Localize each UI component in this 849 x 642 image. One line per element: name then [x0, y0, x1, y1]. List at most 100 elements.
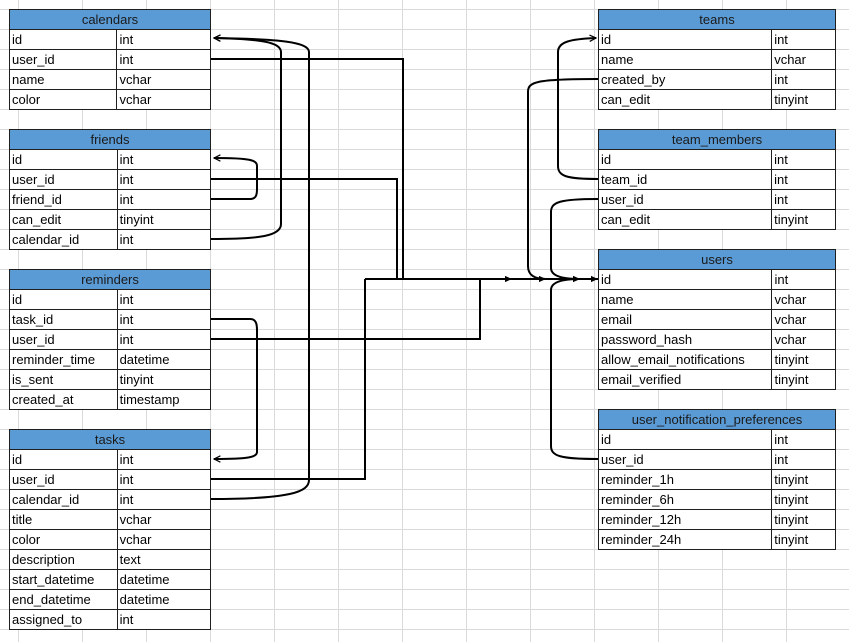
table-header-friends: friends [9, 129, 211, 150]
column-name-cell: user_id [9, 169, 118, 190]
column-type-cell: int [116, 229, 212, 250]
column-name-cell: description [9, 549, 118, 570]
column-name-cell: id [597, 29, 773, 50]
column-name-cell: id [8, 29, 118, 50]
column-type-cell: vchar [771, 289, 836, 310]
column-name-cell: friend_id [9, 189, 118, 210]
column-name-cell: id [9, 449, 118, 470]
column-type-cell: datetime [116, 349, 212, 370]
column-type-cell: vchar [771, 49, 836, 70]
column-type-cell: vchar [116, 69, 211, 90]
column-type-cell: tinyint [771, 89, 836, 110]
column-type-cell: vchar [116, 529, 212, 550]
column-type-cell: tinyint [771, 529, 836, 550]
column-type-cell: int [116, 29, 211, 50]
column-type-cell: int [771, 29, 836, 50]
table-header-teams: teams [598, 9, 836, 30]
connector-reminders-task-to-tasks-id [211, 318, 258, 459]
column-type-cell: timestamp [116, 389, 212, 410]
column-type-cell: int [771, 149, 836, 170]
column-type-cell: int [116, 309, 212, 330]
column-type-cell: tinyint [771, 489, 836, 510]
column-type-cell: vchar [116, 89, 211, 110]
connector-tasks-user-to-users-id [211, 279, 366, 480]
column-type-cell: int [771, 449, 836, 470]
connector-team-members-team-to-teams-id [557, 38, 599, 180]
column-name-cell: end_datetime [9, 589, 118, 610]
column-name-cell: start_datetime [9, 569, 118, 590]
column-name-cell: can_edit [597, 209, 773, 230]
column-name-cell: password_hash [597, 329, 773, 350]
column-type-cell: datetime [116, 569, 212, 590]
column-type-cell: tinyint [771, 349, 836, 370]
column-name-cell: task_id [9, 309, 118, 330]
column-type-cell: int [771, 269, 836, 290]
column-name-cell: user_id [8, 49, 118, 70]
column-type-cell: vchar [771, 329, 836, 350]
column-name-cell: id [597, 429, 773, 450]
column-name-cell: user_id [597, 189, 773, 210]
table-header-team-members: team_members [598, 129, 836, 150]
column-name-cell: can_edit [9, 209, 118, 230]
table-header-reminders: reminders [9, 269, 211, 290]
column-name-cell: name [597, 289, 773, 310]
column-name-cell: reminder_24h [597, 529, 773, 550]
column-name-cell: calendar_id [9, 229, 118, 250]
column-type-cell: vchar [771, 309, 836, 330]
column-name-cell: id [597, 269, 773, 290]
table-header-user-notification-preferences: user_notification_preferences [598, 409, 836, 430]
column-type-cell: tinyint [116, 209, 212, 230]
connector-calendars-user-to-users-id [211, 58, 404, 279]
connector-reminders-user-to-users-id [211, 279, 481, 340]
column-name-cell: reminder_1h [597, 469, 773, 490]
column-name-cell: created_at [9, 389, 118, 410]
column-type-cell: int [771, 69, 836, 90]
column-name-cell: color [9, 529, 118, 550]
column-name-cell: team_id [597, 169, 773, 190]
column-name-cell: user_id [9, 469, 118, 490]
column-name-cell: color [8, 89, 118, 110]
column-name-cell: reminder_6h [597, 489, 773, 510]
connector-friends-user-to-users-id [211, 178, 398, 279]
column-name-cell: email_verified [597, 369, 773, 390]
column-type-cell: int [116, 169, 212, 190]
column-name-cell: title [9, 509, 118, 530]
table-header-users: users [598, 249, 836, 270]
column-type-cell: vchar [116, 509, 212, 530]
column-name-cell: email [597, 309, 773, 330]
column-type-cell: int [116, 469, 212, 490]
table-header-tasks: tasks [9, 429, 211, 450]
column-type-cell: int [771, 189, 836, 210]
column-name-cell: created_by [597, 69, 773, 90]
